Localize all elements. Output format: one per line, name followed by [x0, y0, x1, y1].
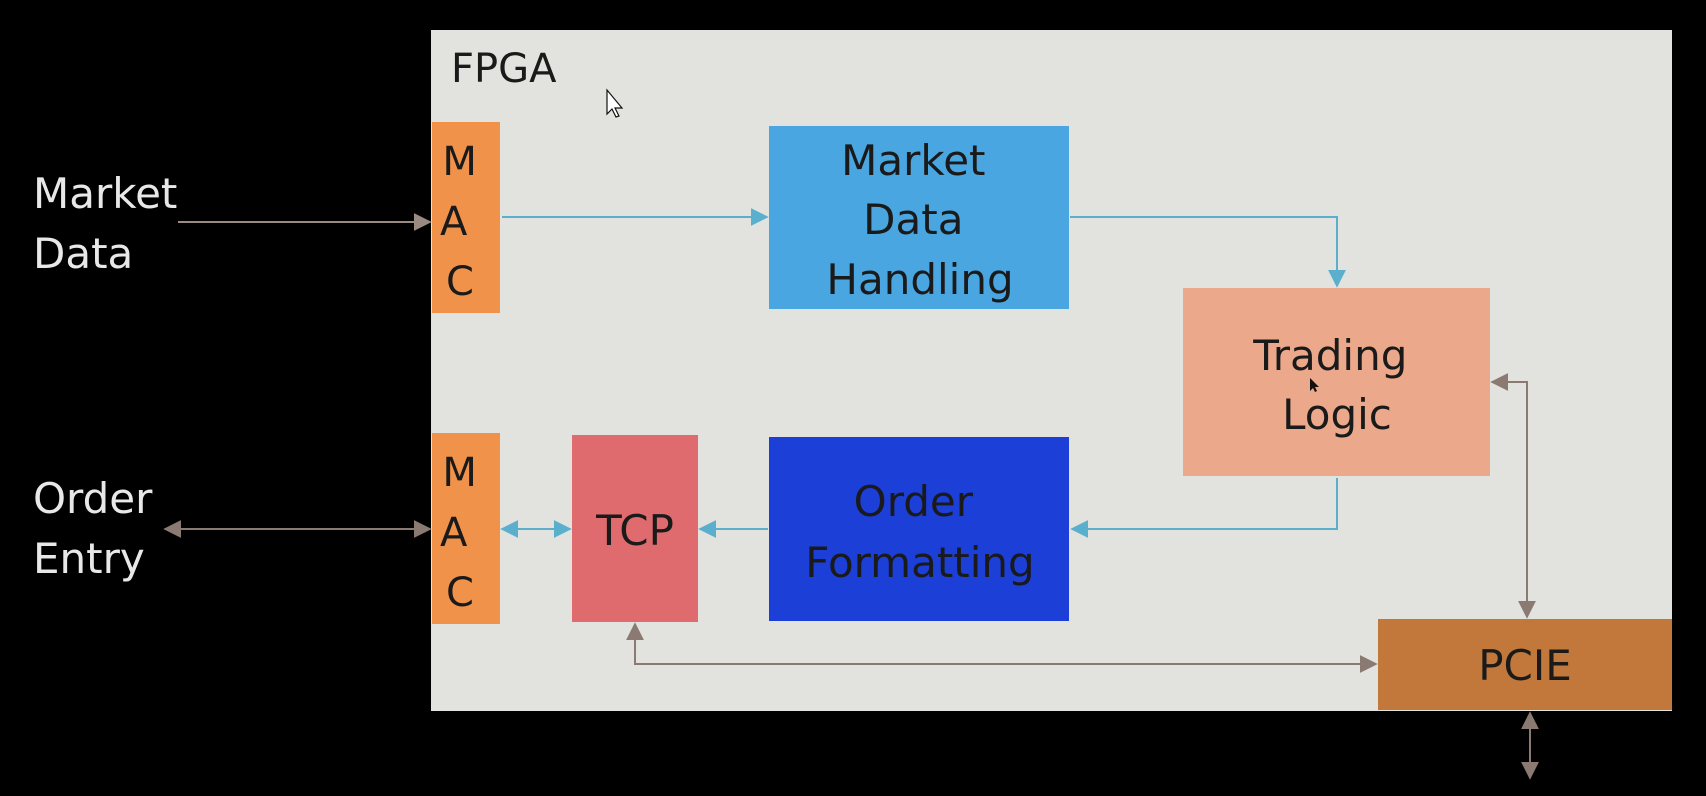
market-data-handling-block	[769, 126, 1069, 309]
mac-bottom-block	[432, 433, 500, 624]
mac-bottom-letter: C	[446, 570, 474, 616]
mac-top-letter: C	[446, 259, 474, 305]
fpga-label: FPGA	[451, 46, 557, 92]
trading-logic-block	[1183, 288, 1490, 476]
mac-top-text: M A C	[440, 139, 490, 305]
order-formatting-line: Order	[854, 477, 974, 526]
pcie-block	[1378, 619, 1672, 710]
market-data-handling-line: Market	[841, 136, 985, 185]
market-data-label: Market Data	[33, 169, 191, 278]
mac-top-block	[432, 122, 500, 313]
trading-logic-line: Logic	[1282, 390, 1392, 439]
mac-bottom-letter: A	[440, 510, 468, 556]
arrow-tcp-pcie-bidirectional	[626, 622, 1378, 673]
market-data-handling-line: Handling	[826, 255, 1013, 304]
trading-logic-text: Trading Logic	[1252, 331, 1420, 439]
tcp-text: TCP	[595, 506, 674, 555]
market-data-label-line: Market	[33, 169, 177, 218]
arrow-market-data-handling-to-trading-logic	[1070, 216, 1346, 288]
order-entry-label-line: Entry	[33, 534, 145, 583]
mac-top-letter: A	[440, 199, 468, 245]
tcp-block	[572, 435, 698, 622]
pcie-text: PCIE	[1478, 641, 1572, 690]
trading-logic-line: Trading	[1252, 331, 1407, 380]
market-data-handling-line: Data	[863, 195, 963, 244]
order-entry-label: Order Entry	[33, 474, 166, 583]
mac-bottom-text: M A C	[440, 450, 490, 616]
mac-top-letter: M	[442, 139, 477, 185]
market-data-label-line: Data	[33, 229, 133, 278]
small-cursor-icon	[1310, 378, 1319, 392]
mouse-cursor-icon	[606, 88, 624, 118]
order-formatting-text: Order Formatting	[805, 477, 1034, 587]
market-data-handling-text: Market Data Handling	[826, 136, 1013, 304]
order-entry-label-line: Order	[33, 474, 153, 523]
arrow-trading-logic-to-order-formatting	[1070, 478, 1338, 538]
order-formatting-block	[769, 437, 1069, 621]
mac-bottom-letter: M	[442, 450, 477, 496]
arrow-trading-logic-pcie-bidirectional	[1490, 373, 1536, 619]
order-formatting-line: Formatting	[805, 538, 1034, 587]
